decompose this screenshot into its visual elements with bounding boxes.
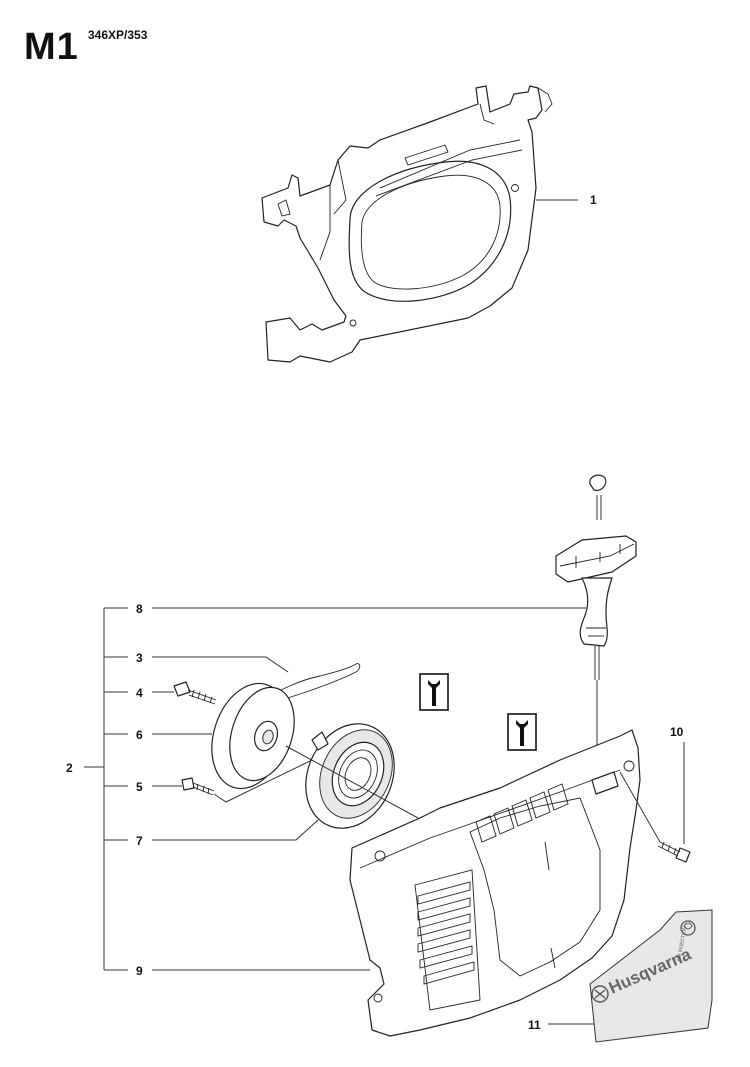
callout-labels: 1 2 3 4 5 6 7 8 9 10 11 — [66, 193, 684, 1032]
part-3-rope — [261, 663, 361, 709]
housing-vent-slots-upper — [475, 783, 569, 843]
leader-lines — [152, 199, 685, 1025]
callout-2: 2 — [66, 761, 73, 775]
model-code: 346XP/353 — [88, 28, 148, 42]
part-11-decal: Husqvarna AIR INJECTION — [589, 909, 713, 1043]
callout-10: 10 — [670, 725, 684, 739]
housing-vent-slots-lower — [417, 881, 475, 985]
callout-3: 3 — [136, 651, 143, 665]
callout-1: 1 — [590, 193, 597, 207]
callout-5: 5 — [136, 780, 143, 794]
callout-11: 11 — [528, 1018, 541, 1032]
callout-9: 9 — [136, 964, 143, 978]
wrench-icon — [419, 673, 449, 711]
part-5-screw — [181, 777, 215, 796]
part-7-spring-cassette — [305, 723, 395, 829]
callout-bracket — [84, 607, 128, 971]
part-1-frame — [261, 85, 553, 363]
wrench-icon — [507, 713, 537, 751]
callout-6: 6 — [136, 728, 143, 742]
decal-air-injection-icon — [680, 920, 696, 936]
callout-7: 7 — [136, 834, 143, 848]
part-4-screw — [173, 681, 217, 705]
part-10-screw — [657, 841, 691, 863]
sheet-code: M1 — [24, 26, 79, 68]
part-8-starter-handle — [555, 474, 637, 790]
part-9-starter-housing — [349, 729, 641, 1037]
part-6-pulley — [211, 682, 295, 790]
callout-4: 4 — [136, 686, 143, 700]
decal-logo-icon — [591, 985, 609, 1003]
callout-8: 8 — [136, 602, 143, 616]
